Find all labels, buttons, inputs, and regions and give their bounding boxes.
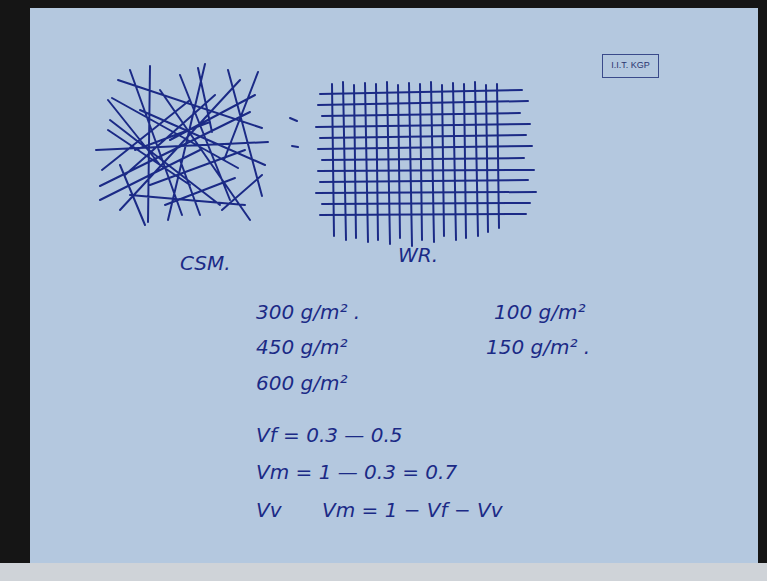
stamp-text: I.I.T. KGP bbox=[611, 61, 650, 71]
mat-weight: 600 g/m² bbox=[256, 372, 347, 394]
csm-label: CSM. bbox=[180, 252, 231, 274]
matrix-equation: Vm = 1 − Vf − Vv bbox=[322, 499, 503, 521]
wr-label: WR. bbox=[398, 244, 438, 266]
paper bbox=[30, 8, 758, 563]
fibre-fraction: Vf = 0.3 — 0.5 bbox=[256, 424, 403, 446]
csm-sketch bbox=[96, 64, 268, 225]
void-symbol: Vv bbox=[256, 499, 282, 521]
dash-marks bbox=[290, 118, 298, 147]
mat-weight: 300 g/m² . bbox=[256, 301, 360, 323]
mat-weight: 450 g/m² bbox=[256, 336, 347, 358]
roving-weight: 100 g/m² bbox=[494, 301, 585, 323]
bottom-strip bbox=[0, 563, 767, 581]
stamp-box: I.I.T. KGP bbox=[602, 54, 659, 78]
wr-sketch bbox=[316, 82, 536, 246]
roving-weight: 150 g/m² . bbox=[486, 336, 590, 358]
matrix-fraction: Vm = 1 — 0.3 = 0.7 bbox=[256, 461, 457, 483]
